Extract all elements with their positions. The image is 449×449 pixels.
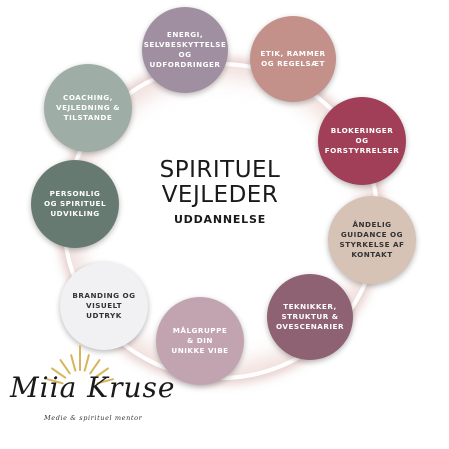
module-label-line: MÅLGRUPPE	[172, 326, 228, 335]
module-label-line: VEJLEDNING &	[56, 103, 120, 112]
module-label: COACHING, VEJLEDNING & TILSTANDE	[56, 93, 120, 123]
sun-ray	[89, 359, 101, 375]
logo-script: Miia Kruse	[10, 371, 176, 404]
logo-tagline: Medie & spirituel mentor	[44, 414, 143, 422]
module-label-line: STRUKTUR &	[281, 312, 339, 321]
module-label-line: FORSTYRRELSER	[324, 146, 400, 155]
module-label-line: COACHING,	[63, 93, 113, 102]
center-subtitle: UDDANNELSE	[173, 213, 267, 226]
module-label-line: BRANDING OG	[72, 291, 136, 300]
module-maalgruppe: MÅLGRUPPE & DIN UNIKKE VIBE	[156, 297, 244, 385]
module-energi-selvbeskyttelse: ENERGI, SELVBESKYTTELSE OG UDFORDRINGER	[142, 7, 228, 93]
sun-ray	[70, 354, 77, 372]
module-label-line: SELVBESKYTTELSE	[143, 40, 227, 49]
module-coaching: COACHING, VEJLEDNING & TILSTANDE	[44, 64, 132, 152]
module-label-line: OVESCENARIER	[276, 322, 344, 331]
center-title-line2: VEJLEDER	[161, 182, 279, 208]
module-label: BLOKERINGER OG FORSTYRRELSER	[325, 126, 400, 156]
module-label-line: ENERGI,	[166, 30, 204, 39]
module-label-line: GUIDANCE OG	[340, 230, 404, 239]
module-label: PERSONLIG OG SPIRITUEL UDVIKLING	[44, 189, 106, 219]
module-teknikker-struktur: TEKNIKKER, STRUKTUR & OVESCENARIER	[267, 274, 353, 360]
sun-ray	[59, 359, 71, 375]
module-label-line: UDTRYK	[86, 311, 122, 320]
module-label: TEKNIKKER, STRUKTUR & OVESCENARIER	[276, 302, 344, 332]
module-label-line: TILSTANDE	[63, 113, 113, 122]
module-label-line: ÅNDELIG	[352, 220, 392, 229]
module-blokeringer: BLOKERINGER OG FORSTYRRELSER	[318, 97, 406, 185]
module-personlig-udvikling: PERSONLIG OG SPIRITUEL UDVIKLING	[31, 160, 119, 248]
module-label: ETIK, RAMMER OG REGELSÆT	[260, 49, 325, 69]
module-label-line: UNIKKE VIBE	[171, 346, 229, 355]
module-label-line: VISUELT	[86, 301, 122, 310]
module-label-line: BLOKERINGER	[330, 126, 394, 135]
module-branding: BRANDING OG VISUELT UDTRYK	[60, 262, 148, 350]
sun-ray	[46, 378, 64, 385]
module-label-line: UDVIKLING	[50, 209, 100, 218]
module-label-line: TEKNIKKER,	[283, 302, 337, 311]
module-label-line: UDFORDRINGER	[149, 60, 221, 69]
sun-ray	[93, 367, 109, 379]
module-label-line: OG	[178, 50, 192, 59]
center-title-block: SPIRITUEL VEJLEDER UDDANNELSE	[120, 157, 320, 227]
center-title-line1: SPIRITUEL	[159, 157, 281, 183]
module-label: MÅLGRUPPE & DIN UNIKKE VIBE	[171, 326, 228, 356]
module-label: ENERGI, SELVBESKYTTELSE OG UDFORDRINGER	[144, 30, 227, 70]
sun-ray	[83, 354, 90, 372]
module-aandelig-guidance: ÅNDELIG GUIDANCE OG STYRKELSE AF KONTAKT	[328, 196, 416, 284]
module-label-line: OG SPIRITUEL	[43, 199, 107, 208]
module-label-line: & DIN	[187, 336, 213, 345]
module-label-line: OG REGELSÆT	[261, 59, 325, 68]
module-label-line: PERSONLIG	[49, 189, 101, 198]
module-label-line: STYRKELSE AF	[339, 240, 405, 249]
module-label: BRANDING OG VISUELT UDTRYK	[72, 291, 135, 321]
module-label-line: KONTAKT	[351, 250, 393, 259]
module-etik-rammer: ETIK, RAMMER OG REGELSÆT	[250, 16, 336, 102]
sun-ray	[51, 367, 67, 379]
module-label-line: ETIK, RAMMER	[260, 49, 326, 58]
module-label-line: OG	[355, 136, 369, 145]
module-label: ÅNDELIG GUIDANCE OG STYRKELSE AF KONTAKT	[340, 220, 405, 260]
sun-ray	[96, 378, 114, 385]
sunburst-logo-icon	[46, 345, 114, 385]
